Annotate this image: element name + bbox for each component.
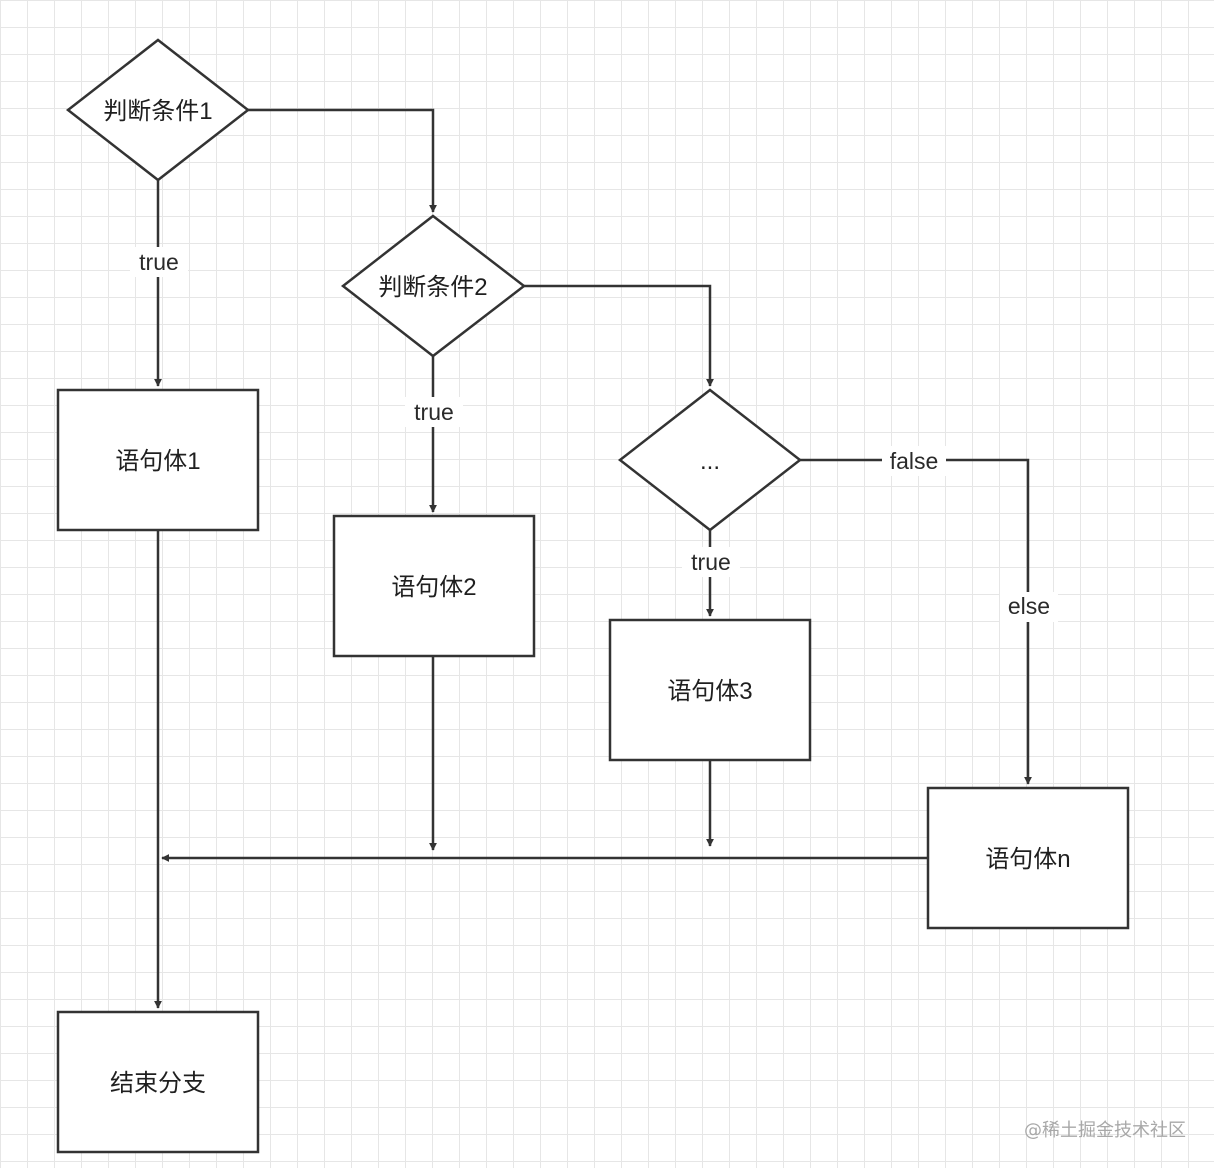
edge-cond2-to-cond3: [524, 284, 714, 387]
edge-label-cond3-true: true: [691, 549, 731, 575]
stmtn-label: 语句体n: [985, 846, 1070, 873]
process-end: [56, 1010, 260, 1154]
edge-cond3-false: [800, 458, 1032, 785]
edge-label-else: else: [1008, 593, 1050, 619]
process-stmt3: [608, 618, 812, 762]
stmt3-label: 语句体3: [667, 678, 752, 705]
stmt1-label: 语句体1: [115, 448, 200, 475]
edge-label-cond1-true: true: [139, 249, 179, 275]
process-stmtn: [926, 786, 1130, 930]
watermark: @稀土掘金技术社区: [1024, 1120, 1186, 1141]
process-stmt2: [332, 514, 536, 658]
cond2-label: 判断条件2: [378, 274, 487, 301]
end-label: 结束分支: [110, 1070, 206, 1097]
stmt2-label: 语句体2: [391, 574, 476, 601]
cond3-label: ...: [700, 448, 720, 475]
decision-cond1: [65, 38, 251, 182]
cond1-label: 判断条件1: [103, 98, 212, 125]
decision-cond3: [617, 388, 803, 532]
edge-cond1-to-cond2: [248, 108, 437, 213]
process-stmt1: [56, 388, 260, 532]
edge-label-cond2-true: true: [414, 399, 454, 425]
edge-label-cond3-false: false: [890, 448, 939, 474]
decision-cond2: [340, 214, 527, 358]
